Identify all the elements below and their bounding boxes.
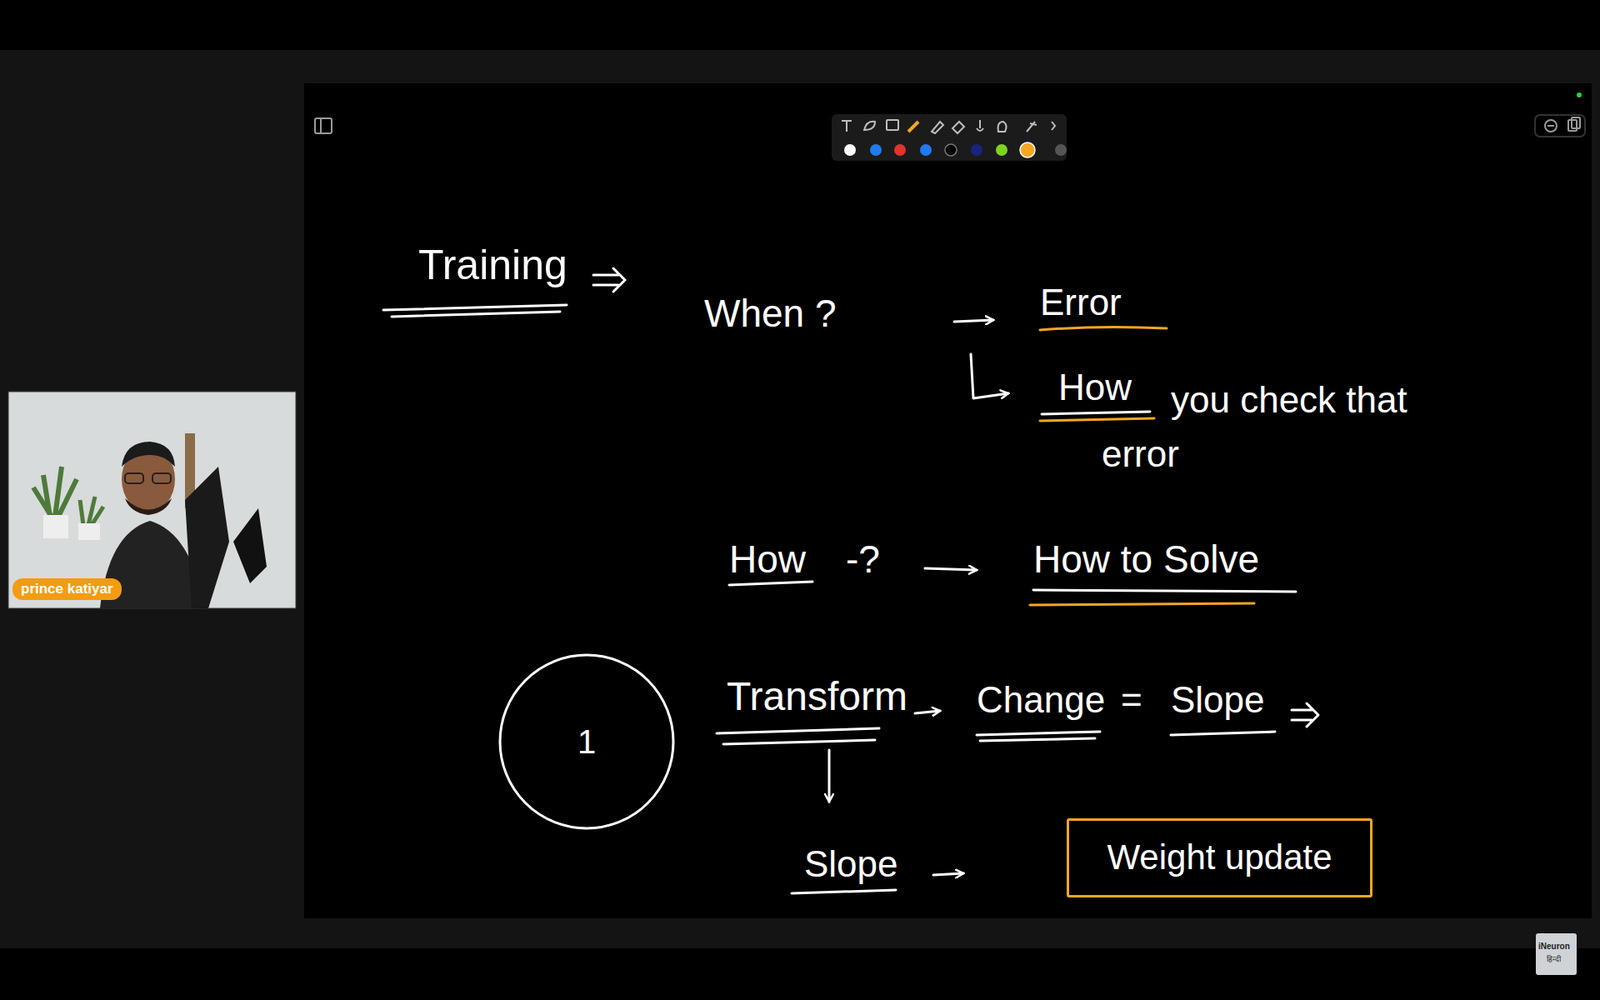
- status-dot: [1576, 92, 1582, 98]
- whiteboard: [304, 83, 1592, 919]
- handwritten-label: Slope: [1170, 679, 1265, 722]
- handwritten-label: you check that: [1170, 379, 1408, 422]
- handwritten-label: Transform: [726, 673, 908, 720]
- logo-language: हिन्दी: [1546, 955, 1561, 964]
- highlight-box: Weight update: [1066, 818, 1373, 898]
- bottom-bar: [0, 948, 1600, 1000]
- handwritten-label: How to Solve: [1033, 537, 1260, 582]
- handwritten-label: How: [1058, 366, 1132, 410]
- hand-arrows: [593, 268, 1319, 875]
- drawing-toolbar: [831, 114, 1067, 161]
- handwritten-label: -?: [845, 537, 880, 582]
- node-text: 1: [577, 722, 596, 761]
- handwritten-label: error: [1101, 433, 1180, 476]
- handwritten-label: Change: [976, 679, 1105, 722]
- handwritten-label: When ?: [704, 291, 837, 336]
- presenter-name: prince katiyar: [12, 578, 122, 600]
- node-text: Weight update: [1106, 837, 1332, 878]
- top-bar: [0, 0, 1600, 50]
- handwritten-label: Error: [1040, 281, 1122, 325]
- logo-badge: [1535, 933, 1577, 975]
- panel-icon: [315, 118, 332, 134]
- handwritten-label: How: [729, 537, 806, 582]
- handwritten-label: Training: [418, 241, 568, 290]
- underlines: [383, 305, 1296, 894]
- handwritten-label: Slope: [804, 843, 899, 886]
- zoom-icons: [1535, 115, 1585, 137]
- webcam-tile: [8, 391, 296, 609]
- handwritten-label: =: [1120, 679, 1143, 722]
- logo-text: iNeuron: [1538, 941, 1570, 952]
- app-ground: [0, 50, 1600, 950]
- circle-node: 1: [497, 652, 676, 831]
